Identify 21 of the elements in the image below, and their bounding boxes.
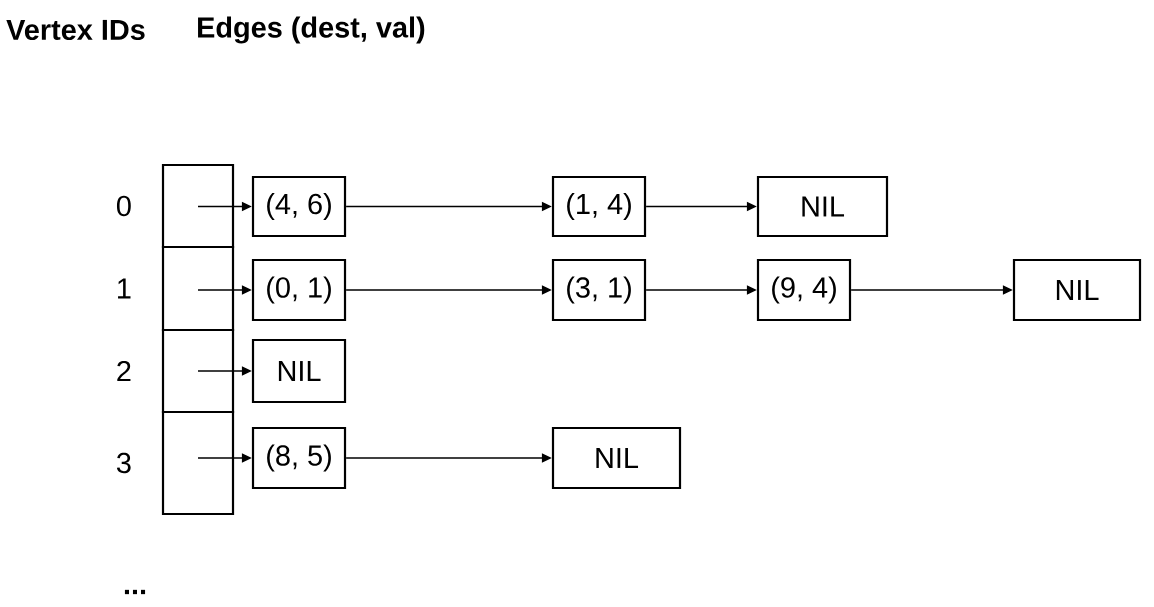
heading: Edges (dest, val) <box>198 16 425 44</box>
list-node: (0, 1) <box>251 258 347 322</box>
row-index: 1 <box>118 278 131 299</box>
heading: Vertex IDs <box>6 19 145 41</box>
list-node: (9, 4) <box>756 258 852 322</box>
row-index: 2 <box>117 360 131 382</box>
row-index: 0 <box>116 195 131 217</box>
list-node: (3, 1) <box>551 258 647 322</box>
list-node: (8, 5) <box>251 426 347 490</box>
array-cell <box>161 328 235 414</box>
array-cell <box>161 410 235 516</box>
list-node: NIL <box>251 338 347 404</box>
list-node: (4, 6) <box>251 175 347 238</box>
array-cell <box>161 163 235 249</box>
list-node: (1, 4) <box>551 175 647 238</box>
heading: ... <box>124 589 146 595</box>
list-node: NIL <box>551 426 682 490</box>
row-index: 3 <box>116 452 131 474</box>
list-node: NIL <box>1012 258 1142 322</box>
list-node: NIL <box>756 175 889 238</box>
array-cell <box>161 245 235 332</box>
